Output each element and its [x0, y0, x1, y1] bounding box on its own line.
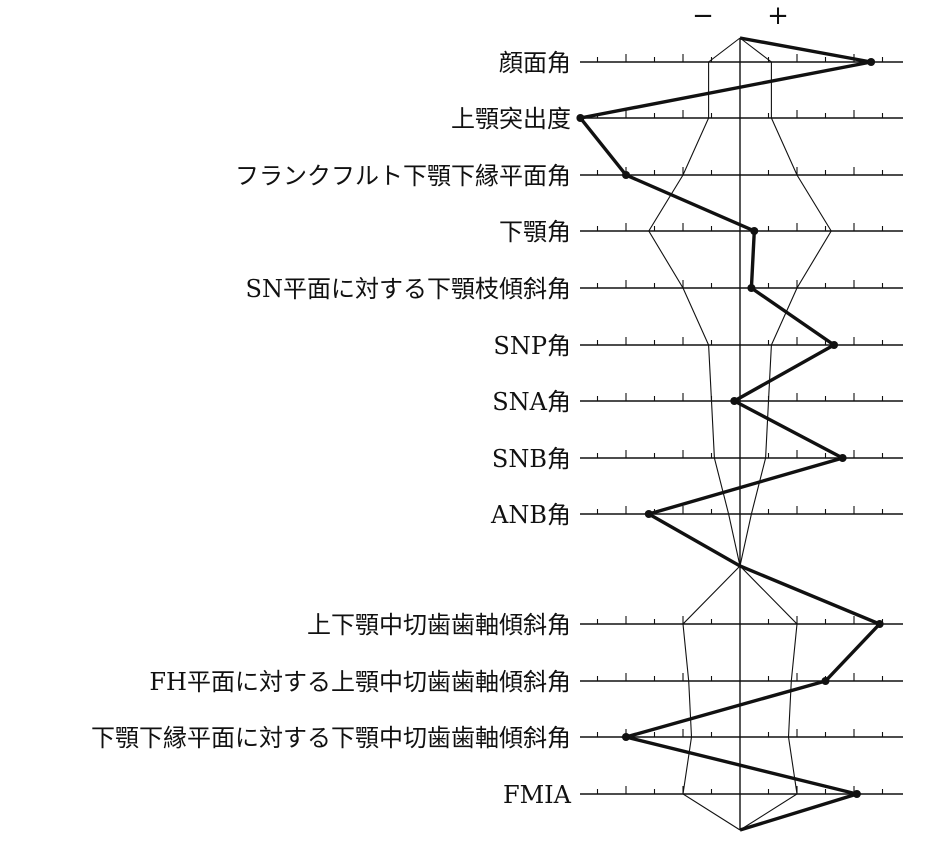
data-point — [750, 227, 759, 235]
data-point — [875, 620, 884, 628]
plus-sign: + — [767, 1, 789, 31]
data-point — [730, 397, 739, 405]
category-label: 上顎突出度 — [451, 105, 571, 133]
data-point — [838, 454, 847, 462]
norm-band-minus-side — [682, 565, 741, 831]
category-label: フランクフルト下顎下縁平面角 — [235, 162, 571, 190]
category-label: ANB角 — [490, 501, 571, 529]
category-label: SNB角 — [492, 445, 571, 473]
patient-profile-line — [577, 36, 883, 832]
category-label: 下顎下縁平面に対する下顎中切歯歯軸傾斜角 — [91, 724, 571, 752]
grid-layer — [580, 38, 903, 830]
category-label: 顔面角 — [499, 49, 571, 77]
data-point — [576, 114, 585, 122]
category-label: FH平面に対する上顎中切歯歯軸傾斜角 — [149, 668, 571, 696]
data-point — [747, 284, 756, 292]
data-point — [644, 510, 653, 518]
data-point — [852, 790, 861, 798]
category-label: 下顎角 — [499, 218, 571, 246]
data-point — [821, 677, 830, 685]
category-label: 上下顎中切歯歯軸傾斜角 — [307, 611, 571, 639]
data-point — [622, 171, 630, 179]
category-label: SNA角 — [492, 388, 571, 416]
data-point — [830, 341, 839, 349]
data-point — [867, 58, 876, 66]
norm-band-plus-side — [739, 565, 798, 831]
data-point — [622, 733, 630, 741]
category-label: SN平面に対する下顎枝傾斜角 — [246, 275, 571, 303]
norm-band-minus-side — [648, 37, 741, 567]
category-label: SNP角 — [493, 332, 571, 360]
profile-layer — [576, 36, 884, 832]
category-label: FMIA — [503, 781, 572, 809]
minus-sign: − — [692, 1, 714, 31]
norm-band-plus-side — [739, 37, 832, 567]
norm-band-layer — [648, 37, 832, 831]
